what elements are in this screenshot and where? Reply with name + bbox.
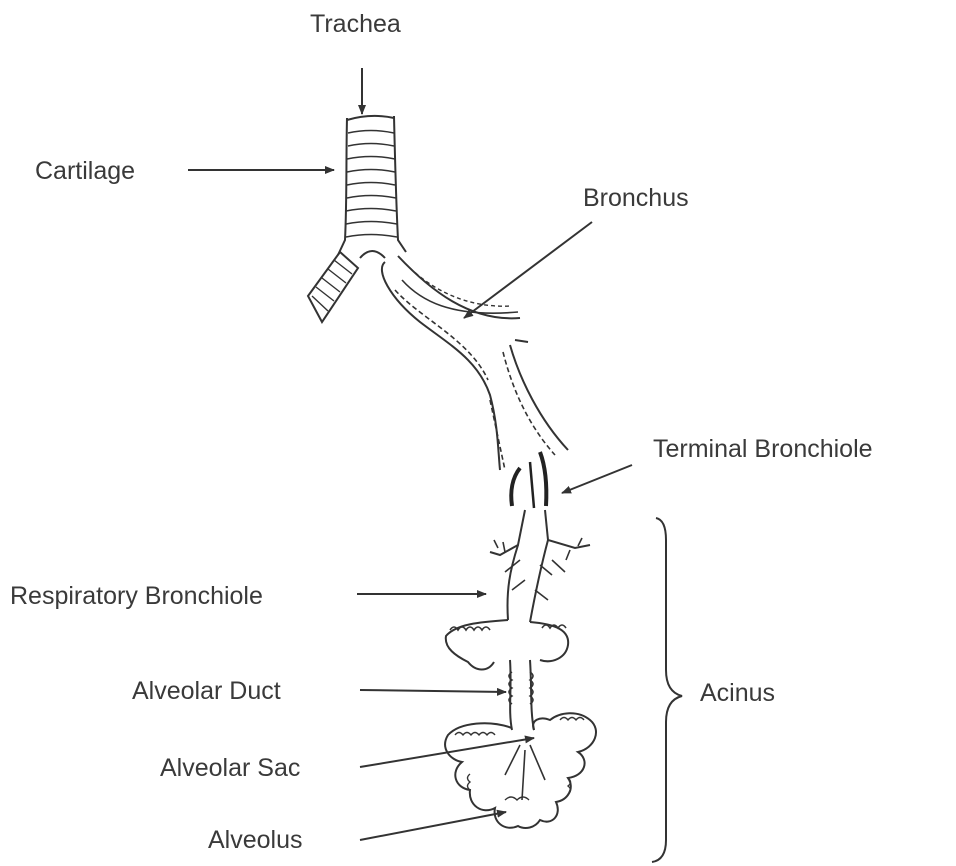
alveolus-label: Alveolus <box>208 828 303 853</box>
bronchus-arrow <box>464 222 592 318</box>
alveolar-sac-shape <box>445 713 596 828</box>
respiratory-bronchiole-shape <box>446 510 590 730</box>
terminal-bronchiole-shape <box>511 452 546 508</box>
cartilage-label: Cartilage <box>35 159 135 184</box>
respiratory-bronchiole-label: Respiratory Bronchiole <box>10 584 263 609</box>
acinus-brace <box>652 518 682 862</box>
alveolus-arrow <box>360 812 506 840</box>
terminal-bronchiole-arrow <box>562 465 632 493</box>
alveolar-sac-arrow <box>360 738 534 767</box>
alveolar-duct-label: Alveolar Duct <box>132 679 281 704</box>
bronchus-label: Bronchus <box>583 186 689 211</box>
alveolar-sac-label: Alveolar Sac <box>160 756 300 781</box>
alveolar-duct-arrow <box>360 690 506 692</box>
bronchus-shape <box>382 256 568 470</box>
label-arrows <box>188 68 632 840</box>
acinus-label: Acinus <box>700 681 775 706</box>
trachea-label: Trachea <box>310 12 401 37</box>
terminal-bronchiole-label: Terminal Bronchiole <box>653 437 873 462</box>
